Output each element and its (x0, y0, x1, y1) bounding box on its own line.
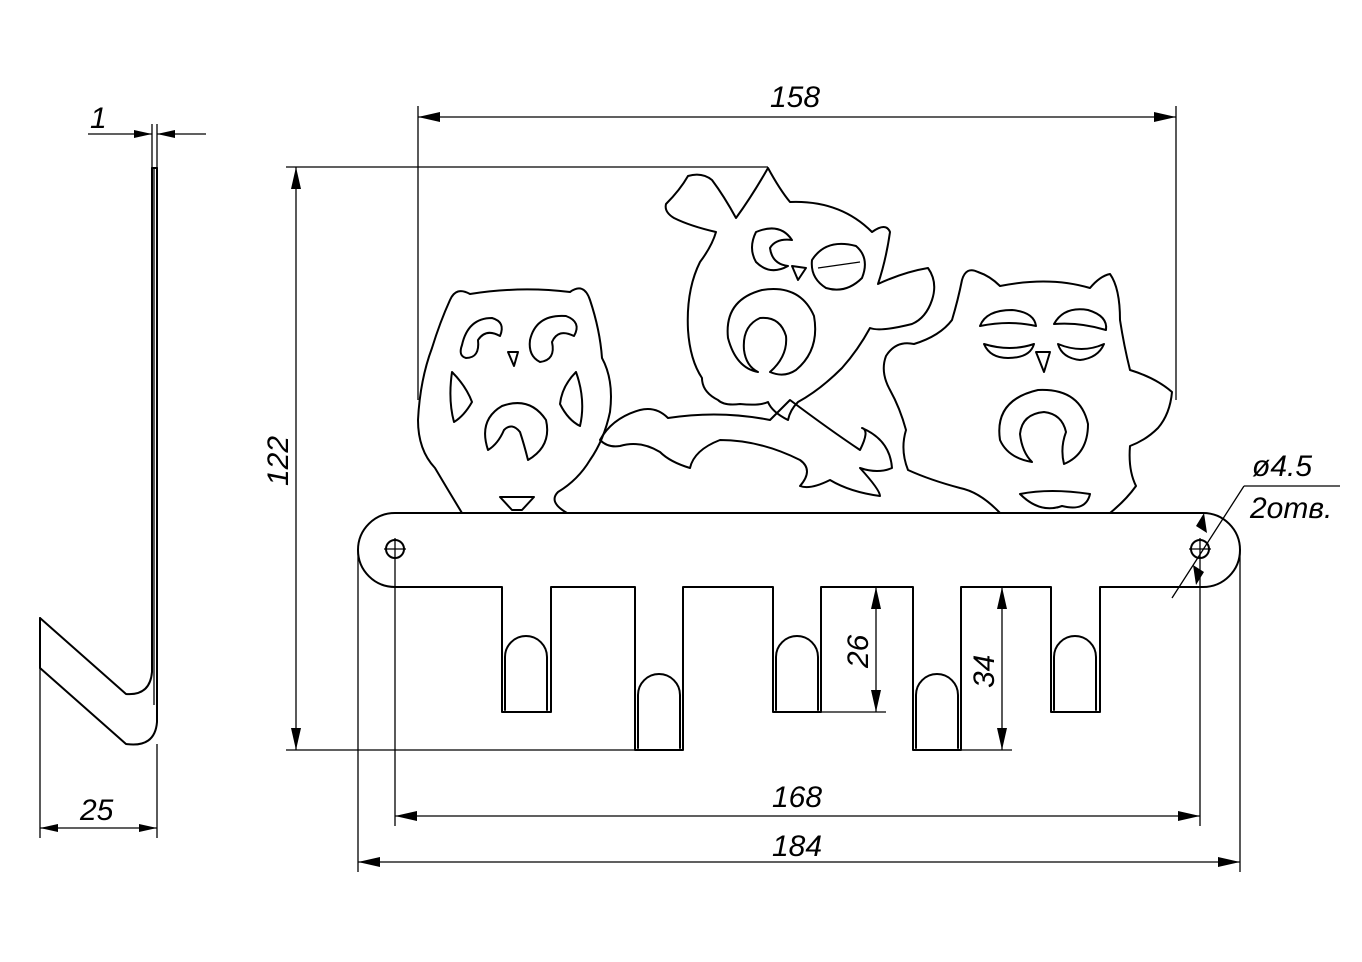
owl-middle-eye-sleepy (810, 242, 866, 291)
hole-count-value: 2отв. (1249, 492, 1332, 525)
owl-left-beak (507, 351, 519, 367)
depth-value: 25 (79, 794, 114, 827)
height-value: 122 (262, 436, 295, 486)
hook-short-value: 26 (842, 634, 875, 669)
owl-middle (664, 167, 936, 421)
base-plate-outline (357, 512, 1241, 751)
total-width-dimension: 184 (357, 549, 1241, 872)
owl-right-eye-left-lid (983, 343, 1035, 359)
side-profile-hook-tips (39, 167, 158, 669)
owl-right-eye-left (979, 309, 1037, 327)
total-width-value: 184 (772, 830, 822, 863)
hook-slot-1 (504, 635, 548, 711)
hook-slot-5 (1053, 635, 1097, 711)
hole-diameter-value: ø4.5 (1252, 450, 1312, 483)
side-profile-back (39, 167, 158, 746)
hook-slot-2 (637, 673, 681, 749)
front-view: 158 122 168 184 (262, 81, 1340, 872)
owl-right-belly (998, 388, 1089, 465)
owl-middle-beak (791, 265, 807, 281)
owl-middle-body (664, 167, 936, 421)
height-dimension: 122 (262, 166, 768, 751)
owl-middle-eye-open (751, 227, 793, 272)
hook-long-dimension: 34 (961, 586, 1012, 751)
side-profile-front (39, 167, 153, 696)
side-view: 1 25 (39, 102, 206, 838)
hook-slot-3 (775, 635, 819, 711)
top-width-dimension: 158 (417, 81, 1177, 400)
top-width-value: 158 (770, 81, 820, 114)
depth-dimension: 25 (39, 668, 158, 838)
owl-left-eye-right (528, 314, 578, 363)
hook-slot-4 (915, 673, 959, 749)
owl-left-belly (484, 402, 549, 461)
owl-left-eye-left (459, 317, 503, 359)
thickness-value: 1 (90, 102, 107, 135)
owl-left-wing-right (559, 371, 584, 427)
owl-right-eye-right-lid (1057, 343, 1105, 361)
owl-left-wing-left (449, 371, 473, 423)
owl-right-eye-right (1053, 308, 1108, 331)
owl-left (417, 287, 612, 514)
hole-spacing-dimension: 168 (394, 560, 1201, 826)
owl-right-beak (1035, 351, 1051, 373)
hook-short-dimension: 26 (821, 586, 886, 713)
hook-long-value: 34 (968, 655, 1001, 688)
hole-spacing-value: 168 (772, 781, 822, 814)
hole-callout: ø4.5 2отв. (1171, 450, 1340, 599)
owl-right (882, 269, 1173, 514)
thickness-dimension: 1 (88, 102, 206, 168)
owl-left-feet (499, 496, 535, 511)
owl-right-feet (1019, 490, 1091, 510)
owl-right-body (882, 269, 1173, 514)
owl-left-body (417, 287, 612, 514)
owl-middle-belly (726, 288, 817, 376)
branch (599, 399, 893, 497)
